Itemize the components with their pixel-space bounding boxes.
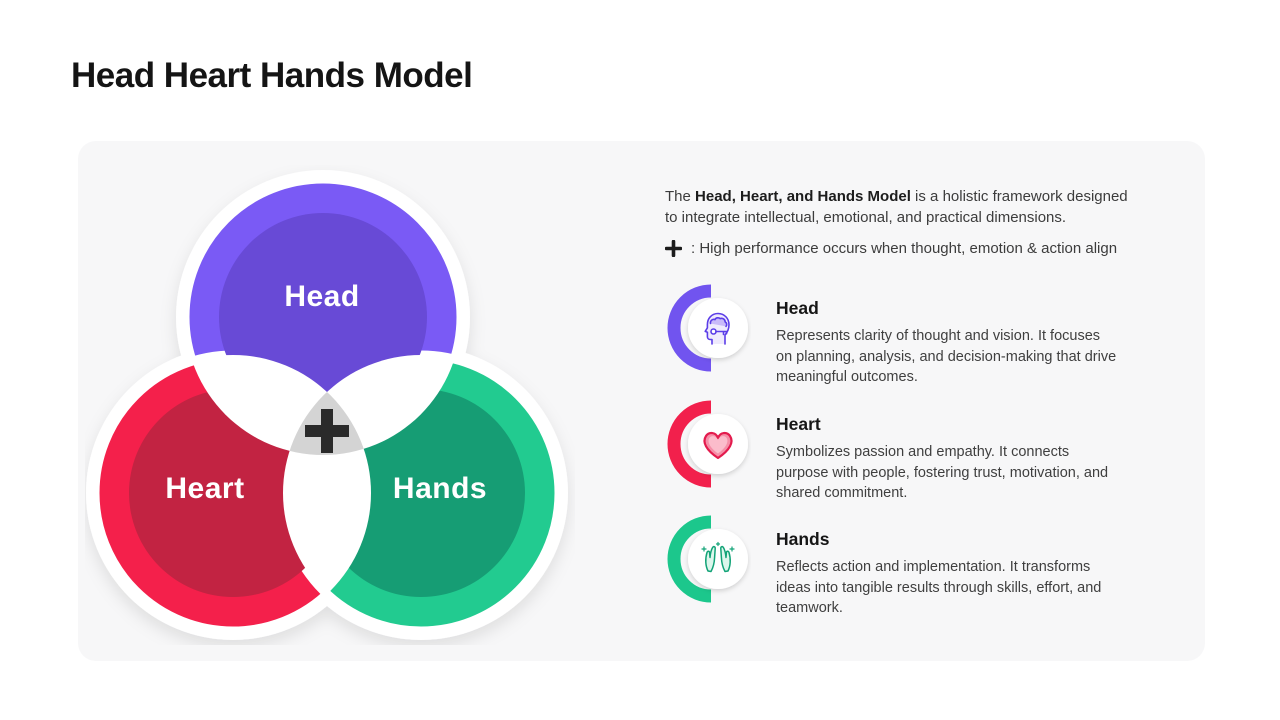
hands-arc (667, 515, 712, 603)
note-text: : High performance occurs when thought, … (691, 240, 1118, 257)
head-desc-line: meaningful outcomes. (776, 369, 918, 385)
heart-badge (667, 400, 748, 488)
head-badge (667, 284, 748, 372)
list-item-hands: Hands Reflects action and implementation… (663, 515, 1154, 619)
intro-prefix: The (665, 188, 696, 205)
overlap-center (283, 355, 371, 455)
alignment-note: : High performance occurs when thought, … (665, 240, 1157, 257)
heart-desc-line: Symbolizes passion and empathy. It conne… (776, 444, 1070, 460)
hands-icon (701, 541, 735, 573)
venn-label-head: Head (284, 280, 359, 313)
hands-description: Reflects action and implementation. It t… (776, 557, 1154, 619)
intro-rest: is a holistic framework designed (910, 188, 1128, 205)
head-desc-line: on planning, analysis, and decision-maki… (776, 348, 1117, 365)
venn-label-hands: Hands (393, 472, 487, 505)
head-desc-line: Represents clarity of thought and vision… (776, 328, 1101, 344)
head-title: Head (776, 298, 819, 318)
heart-arc (667, 400, 712, 488)
heart-desc-line: purpose with people, fostering trust, mo… (776, 464, 1109, 481)
venn-diagram: Head Heart Hands (85, 165, 575, 645)
heart-title: Heart (776, 414, 821, 434)
center-plus-icon (305, 409, 349, 453)
hands-desc-line: ideas into tangible results through skil… (776, 579, 1102, 596)
content-panel: Head Heart Hands The Head, Heart, and Ha… (78, 141, 1205, 661)
list-item-head: Head Represents clarity of thought and v… (663, 284, 1154, 388)
hands-text: Hands Reflects action and implementation… (776, 529, 1154, 619)
intro-model-name: Head, Heart, and Hands Model (695, 188, 911, 205)
heart-description: Symbolizes passion and empathy. It conne… (776, 442, 1154, 504)
hands-icon-circle (688, 529, 748, 589)
page-title: Head Heart Hands Model (71, 56, 473, 95)
hands-desc-line: Reflects action and implementation. It t… (776, 559, 1091, 575)
heart-desc-line: shared commitment. (776, 485, 908, 501)
head-text: Head Represents clarity of thought and v… (776, 298, 1154, 388)
heart-icon (703, 431, 733, 460)
list-item-heart: Heart Symbolizes passion and empathy. It… (663, 400, 1154, 504)
hands-title: Hands (776, 529, 830, 549)
intro-line-2: to integrate intellectual, emotional, an… (665, 209, 1067, 226)
intro-line-1: The Head, Heart, and Hands Model is a ho… (665, 186, 1157, 207)
plus-icon (665, 240, 682, 257)
venn-label-heart: Heart (165, 472, 244, 505)
heart-text: Heart Symbolizes passion and empathy. It… (776, 414, 1154, 504)
head-arc (667, 284, 712, 372)
head-brain-key-icon (704, 312, 730, 345)
venn-svg: Head Heart Hands (86, 170, 568, 640)
hands-desc-line: teamwork. (776, 600, 843, 616)
hands-badge (667, 515, 748, 603)
intro-block: The Head, Heart, and Hands Model is a ho… (665, 186, 1157, 257)
head-description: Represents clarity of thought and vision… (776, 326, 1154, 388)
intro-paragraph: The Head, Heart, and Hands Model is a ho… (665, 186, 1157, 228)
